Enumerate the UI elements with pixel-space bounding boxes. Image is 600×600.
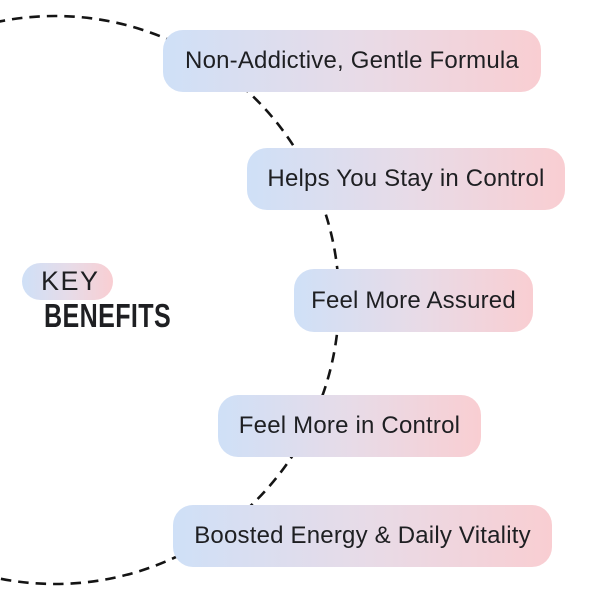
title-eyebrow: KEY [41,266,100,296]
benefit-label: Boosted Energy & Daily Vitality [194,522,531,549]
benefit-pill: Feel More Assured [294,269,533,332]
benefit-label: Feel More in Control [238,412,461,439]
benefit-pill: Non-Addictive, Gentle Formula [163,30,541,92]
page-title: BENEFITS [44,297,172,334]
benefit-label: Helps You Stay in Control [267,165,545,192]
key-badge: KEY [22,263,113,300]
benefit-label: Feel More Assured [311,286,516,314]
benefit-pill: Feel More in Control [218,395,481,457]
benefit-pill: Helps You Stay in Control [247,148,565,210]
benefit-pill: Boosted Energy & Daily Vitality [173,505,552,567]
benefit-label: Non-Addictive, Gentle Formula [185,47,519,74]
